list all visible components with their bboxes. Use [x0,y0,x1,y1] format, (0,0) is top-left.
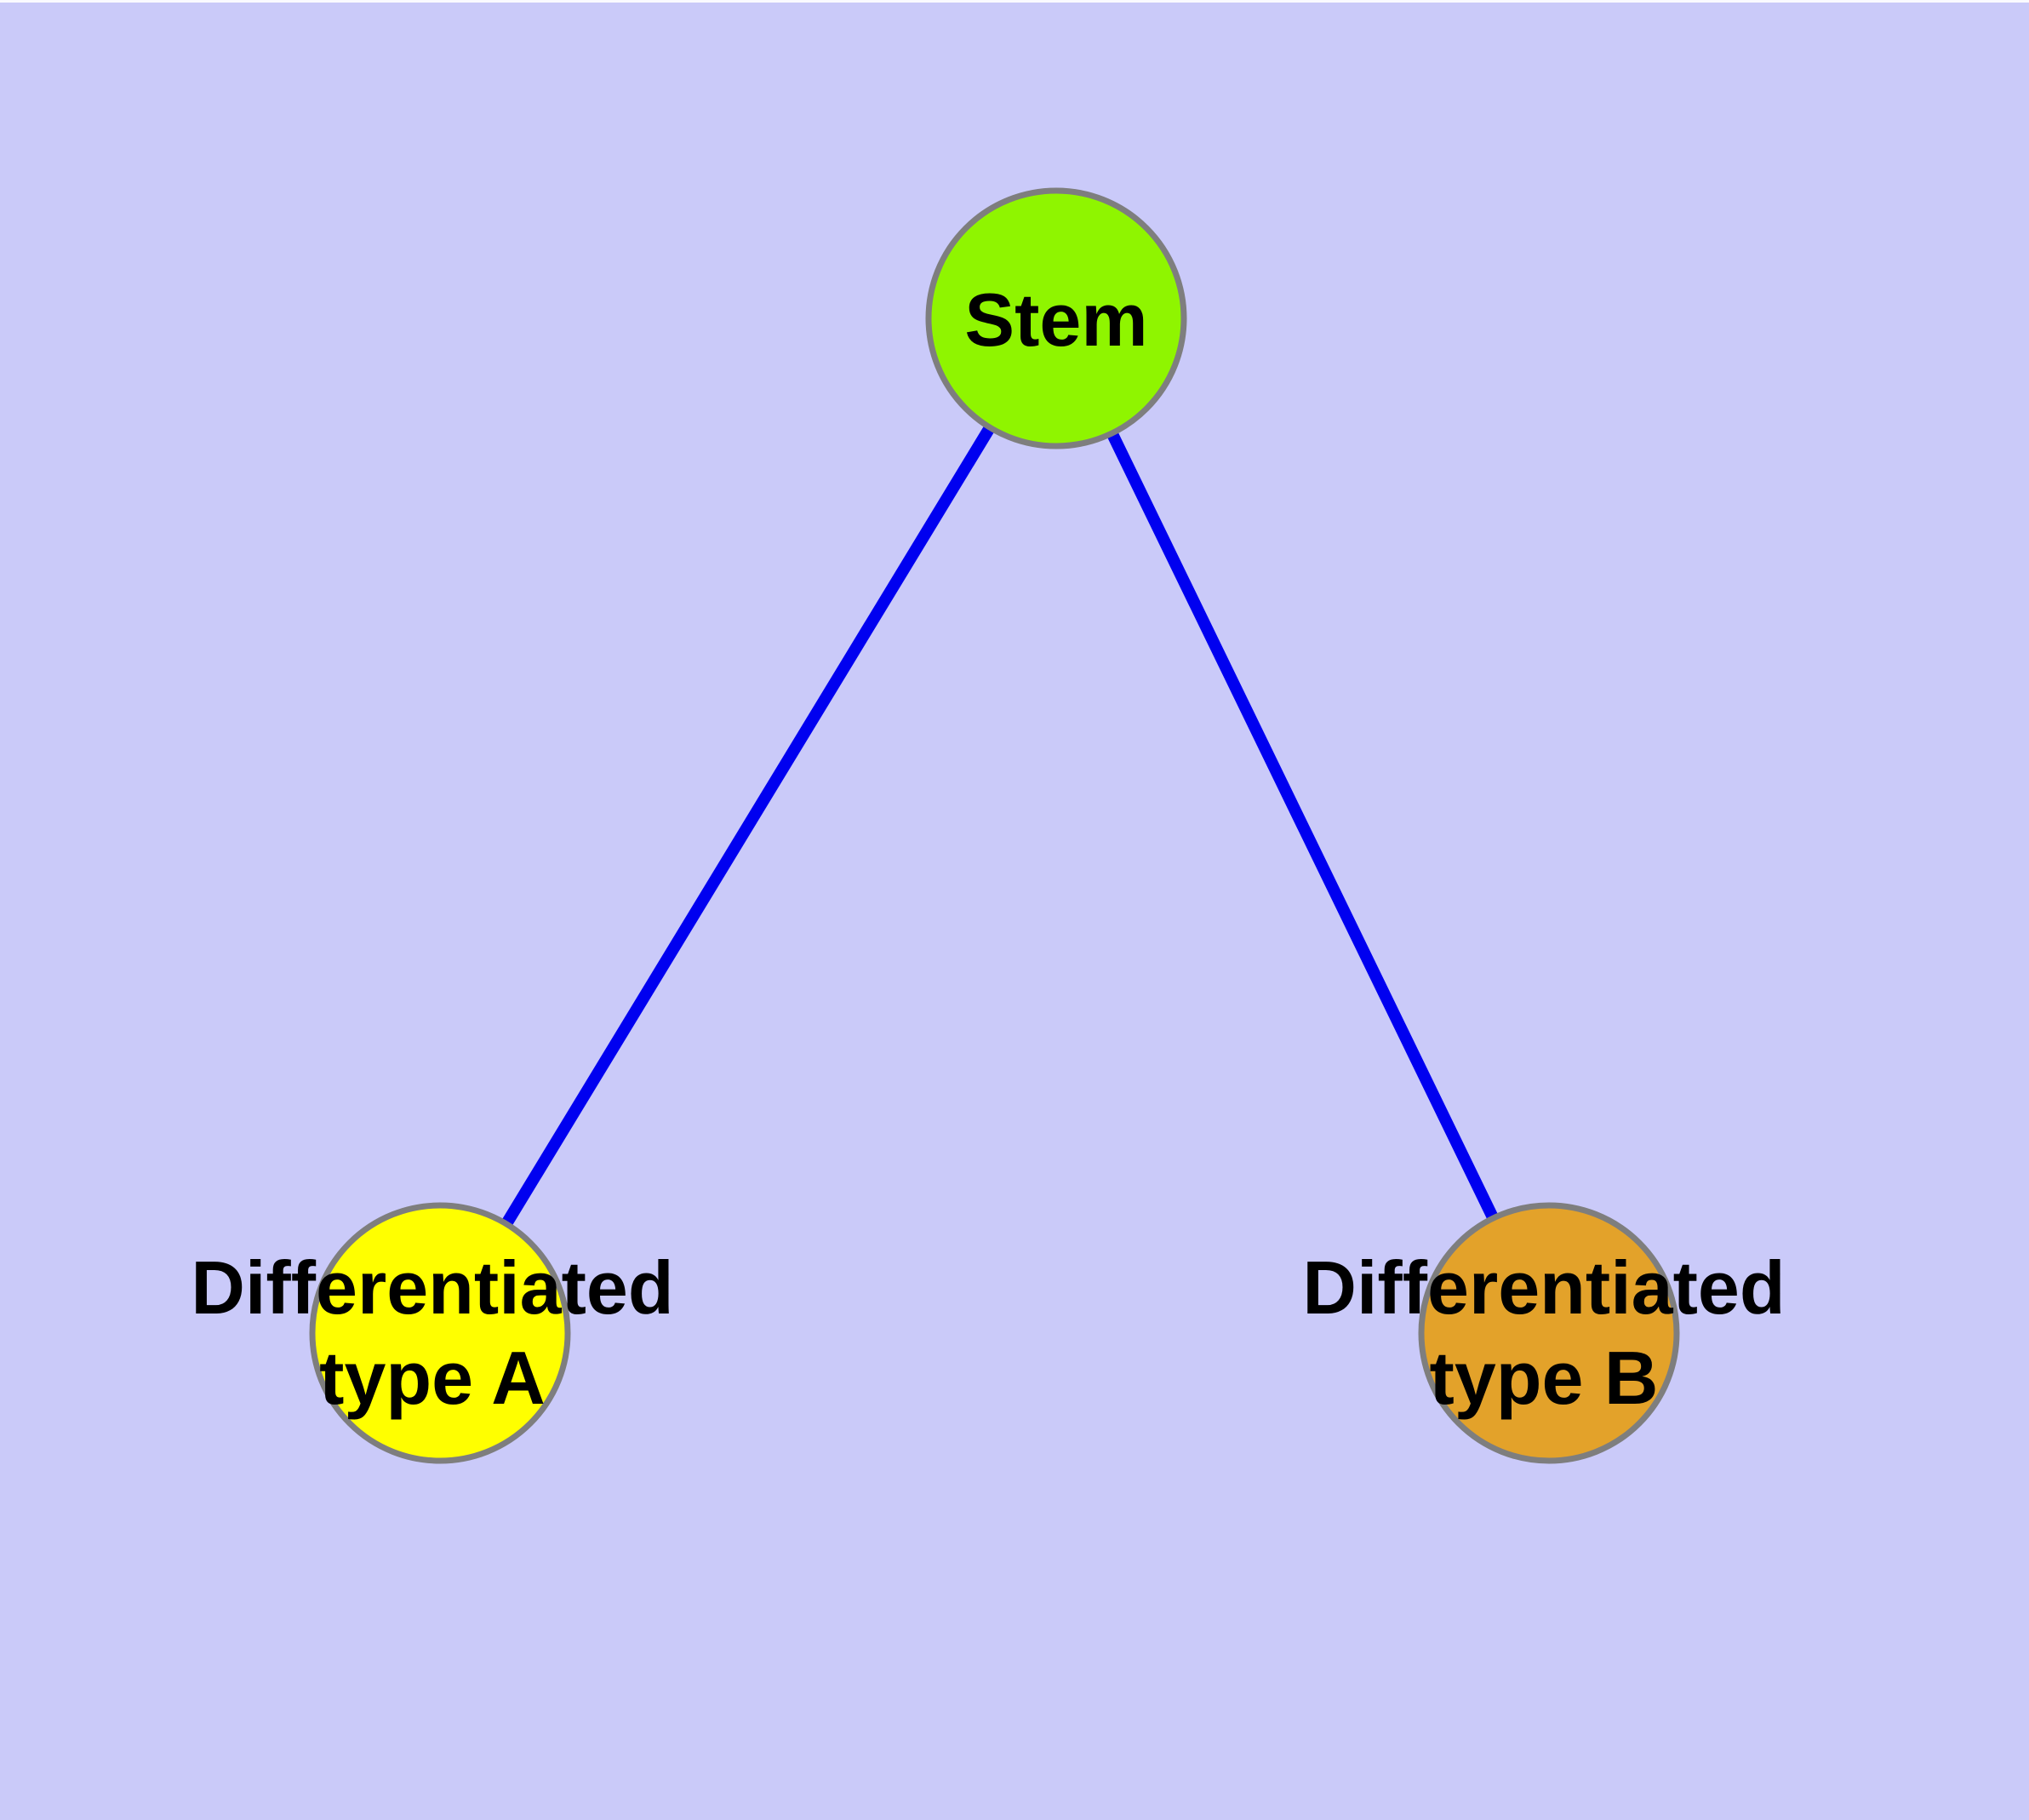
node-stem-circle [925,187,1187,449]
top-edge-strip [0,0,2029,3]
edge-stem-to-type-b [1050,315,1555,1336]
node-type-b-circle [1418,1202,1680,1464]
node-type-a-circle [309,1202,571,1464]
edge-stem-to-type-a [435,315,1061,1336]
